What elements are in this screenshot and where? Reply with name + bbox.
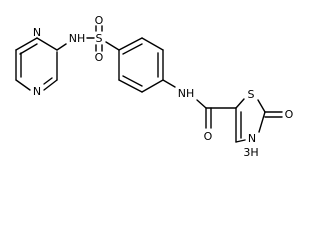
bond: [162, 79, 176, 88]
atom-o-thiazole: O: [285, 108, 294, 121]
bond: [15, 37, 38, 51]
atom-nh-sulfonamide: NH: [69, 32, 86, 45]
atom-o-amide: O: [204, 130, 213, 143]
bond: [56, 43, 67, 51]
atom-nh-thiazole: N: [248, 132, 256, 145]
atom-labels: N N NH S O O NH O S O N 3H: [33, 14, 294, 159]
bond: [118, 79, 143, 93]
molecule-structure: N N NH S O O NH O S O N 3H: [15, 14, 294, 159]
atom-h-thiazole: 3H: [243, 146, 258, 159]
atom-o-sulfonyl-top: O: [95, 14, 104, 27]
bond: [258, 111, 266, 133]
bond: [235, 98, 245, 109]
atom-o-sulfonyl-bottom: O: [95, 51, 104, 64]
bond: [15, 79, 31, 91]
bond: [257, 99, 266, 113]
bond: [196, 99, 207, 109]
bond: [43, 79, 58, 91]
bond: [235, 139, 246, 143]
bond: [141, 37, 164, 51]
atom-n-pyrimidine-top: N: [33, 26, 41, 39]
atom-s-thiazole: S: [248, 88, 255, 101]
bond: [141, 79, 164, 93]
bond: [36, 37, 58, 51]
bond: [19, 43, 38, 55]
bond: [122, 75, 143, 87]
bonds: [15, 25, 283, 143]
bond: [43, 77, 53, 85]
atom-s-sulfonyl: S: [96, 32, 103, 45]
atom-n-pyrimidine-bottom: N: [33, 85, 41, 98]
bond: [118, 37, 143, 51]
atom-nh-amide: NH: [178, 87, 195, 100]
bond: [122, 43, 143, 55]
bond: [105, 41, 120, 51]
